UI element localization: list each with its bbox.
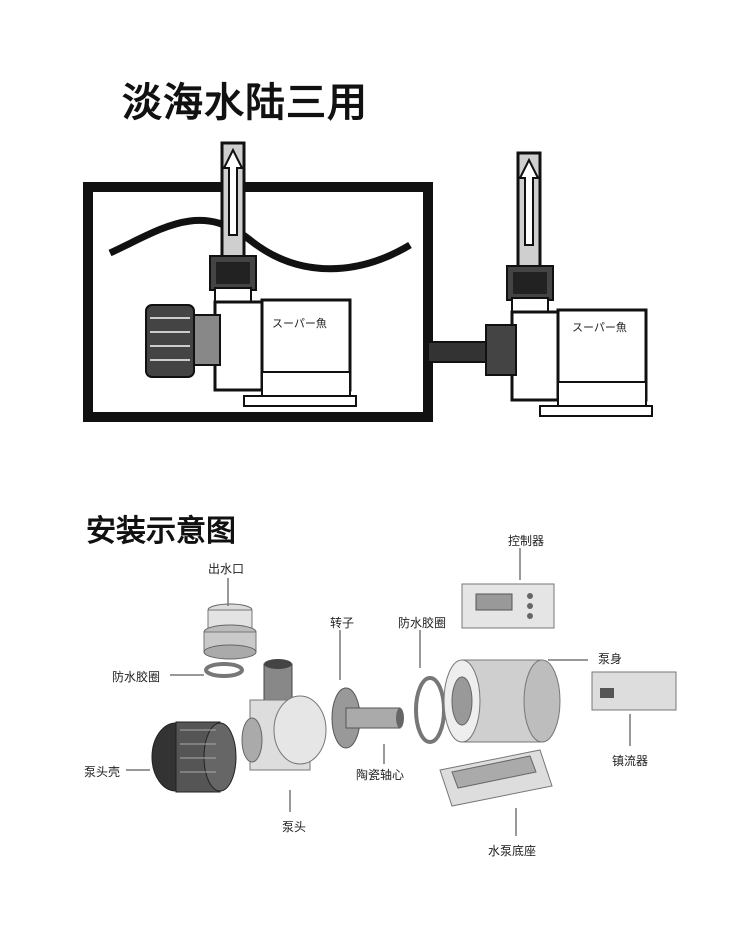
outlet-nozzle bbox=[203, 603, 257, 660]
seal-ring-right bbox=[414, 676, 446, 744]
water-wave bbox=[108, 216, 412, 273]
install-title: 安装示意图 bbox=[86, 514, 236, 549]
label-controller: 控制器 bbox=[508, 534, 545, 548]
pump-brand-label-left: スーパー魚 bbox=[272, 317, 327, 330]
label-pump-head: 泵头 bbox=[282, 820, 307, 834]
controller bbox=[461, 583, 555, 629]
label-ceramic-shaft: 陶瓷轴心 bbox=[356, 768, 405, 782]
aquarium-tank bbox=[83, 182, 433, 422]
base bbox=[439, 749, 553, 807]
pump-body bbox=[443, 659, 561, 743]
label-pump-body: 泵身 bbox=[598, 652, 623, 666]
external-pump bbox=[485, 151, 653, 417]
page-title: 淡海水陆三用 bbox=[122, 80, 368, 126]
label-seal-top: 防水胶圈 bbox=[112, 670, 161, 684]
label-ballast: 镇流器 bbox=[612, 754, 649, 768]
label-seal-right: 防水胶圈 bbox=[398, 616, 447, 630]
rotor bbox=[331, 687, 404, 749]
label-rotor: 转子 bbox=[330, 616, 355, 630]
submerged-pump bbox=[145, 141, 357, 407]
usage-illustration bbox=[83, 141, 653, 422]
label-head-shell: 泵头壳 bbox=[84, 765, 121, 779]
ballast bbox=[591, 671, 677, 711]
label-outlet: 出水口 bbox=[208, 562, 245, 576]
pump-head bbox=[241, 659, 327, 771]
pump-brand-label-right: スーパー魚 bbox=[572, 321, 627, 334]
label-base: 水泵底座 bbox=[488, 844, 537, 858]
head-shell bbox=[151, 721, 237, 793]
seal-ring-top bbox=[204, 662, 244, 678]
